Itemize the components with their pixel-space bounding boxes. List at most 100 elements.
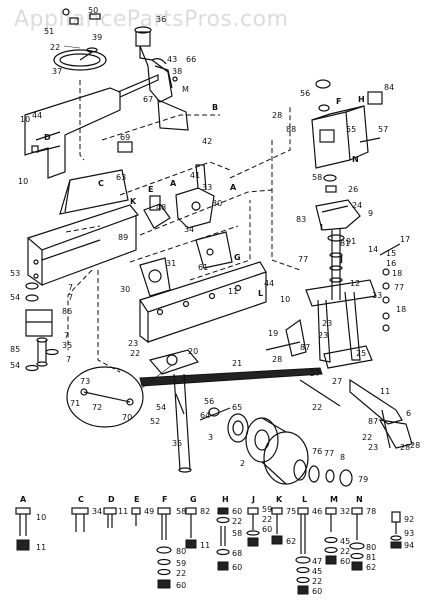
label-33: 33 bbox=[202, 183, 212, 192]
label-67: 67 bbox=[143, 95, 153, 104]
label-53: 53 bbox=[10, 269, 20, 278]
label-I1: I bbox=[320, 223, 323, 232]
legend-part: 45 bbox=[312, 567, 322, 576]
label-A1: A bbox=[170, 179, 177, 188]
label-52: 52 bbox=[150, 417, 160, 426]
label-7a: 7 bbox=[68, 283, 73, 292]
label-8a: 8 bbox=[340, 453, 345, 462]
legend-letter: E bbox=[134, 495, 139, 504]
legend-part: 49 bbox=[144, 507, 154, 516]
legend-part: 10 bbox=[36, 513, 46, 522]
legend-part: 59 bbox=[262, 505, 272, 514]
label-22b: 22 bbox=[130, 349, 140, 358]
legend-group-G: G 82 11 bbox=[185, 495, 210, 550]
label-2: 2 bbox=[240, 459, 245, 468]
label-11a: 11 bbox=[228, 287, 238, 296]
legend-part: 45 bbox=[340, 537, 350, 546]
label-35b: 35 bbox=[172, 439, 182, 448]
legend-letter: F bbox=[162, 495, 167, 504]
legend-part: 22 bbox=[262, 515, 272, 524]
legend-letter: J bbox=[251, 495, 255, 504]
legend-part: 60 bbox=[232, 563, 242, 572]
label-26: 26 bbox=[348, 185, 358, 194]
label-23b: 23 bbox=[368, 443, 378, 452]
label-10b: 10 bbox=[18, 177, 28, 186]
label-85: 85 bbox=[10, 345, 20, 354]
label-91: 91 bbox=[346, 237, 356, 246]
label-50: 50 bbox=[88, 6, 98, 15]
label-86: 86 bbox=[62, 307, 72, 316]
legend-part: 32 bbox=[340, 507, 350, 516]
label-10: 10 bbox=[20, 115, 30, 124]
right-linkage bbox=[265, 279, 413, 449]
legend-part: 62 bbox=[366, 563, 376, 572]
label-77c: 77 bbox=[394, 283, 404, 292]
legend-part: 75 bbox=[286, 507, 296, 516]
legend-part: 60 bbox=[232, 507, 242, 516]
legend-part: 22 bbox=[312, 577, 322, 586]
legend-part: 60 bbox=[340, 557, 350, 566]
left-spindle-parts bbox=[25, 282, 59, 372]
label-13: 13 bbox=[372, 291, 382, 300]
label-36: 36 bbox=[156, 15, 166, 24]
label-41: 41 bbox=[190, 171, 200, 180]
label-63: 63 bbox=[116, 173, 126, 182]
label-N: N bbox=[352, 155, 359, 164]
legend-letter: L bbox=[302, 495, 307, 504]
label-23: 23 bbox=[128, 339, 138, 348]
label-69: 69 bbox=[120, 133, 130, 142]
label-84: 84 bbox=[384, 83, 394, 92]
label-6: 6 bbox=[406, 409, 411, 418]
legend-group-L: L 46 47 45 22 60 bbox=[295, 495, 322, 596]
legend-part: 80 bbox=[366, 543, 376, 552]
label-22c: 22 bbox=[312, 403, 322, 412]
legend-part: 81 bbox=[366, 553, 376, 562]
legend-part: 68 bbox=[232, 549, 242, 558]
label-27a: 27 bbox=[310, 369, 320, 378]
label-7c: 7 bbox=[64, 331, 69, 340]
label-56b: 56 bbox=[300, 89, 310, 98]
legend-group-A: A 10 11 bbox=[15, 495, 46, 552]
label-58: 58 bbox=[312, 173, 322, 182]
legend-part: 62 bbox=[286, 537, 296, 546]
label-72: 72 bbox=[92, 403, 102, 412]
label-20: 20 bbox=[188, 347, 198, 356]
label-88: 88 bbox=[286, 125, 296, 134]
detail-circle bbox=[66, 364, 173, 428]
steering-sector bbox=[143, 164, 233, 269]
label-37: 37 bbox=[52, 67, 62, 76]
legend-group-C: C 34 bbox=[71, 495, 102, 532]
legend-part: 58 bbox=[176, 507, 186, 516]
legend-letter: M bbox=[330, 495, 338, 504]
label-77b: 77 bbox=[298, 255, 308, 264]
label-70: 70 bbox=[122, 413, 132, 422]
label-F1: F bbox=[336, 97, 341, 106]
legend-part: 60 bbox=[262, 525, 272, 534]
legend-part: 47 bbox=[312, 557, 322, 566]
legend-part: 60 bbox=[312, 587, 322, 596]
label-30b: 30 bbox=[212, 199, 222, 208]
label-21: 21 bbox=[232, 359, 242, 368]
label-87b: 87 bbox=[368, 417, 378, 426]
legend-group-K: K 75 62 bbox=[271, 495, 296, 546]
label-E: E bbox=[148, 185, 153, 194]
label-57: 57 bbox=[378, 125, 388, 134]
label-3: 3 bbox=[208, 433, 213, 442]
label-54: 54 bbox=[10, 293, 20, 302]
watermark-text: AppliancePartsPros.com bbox=[14, 7, 289, 32]
label-34m: 34 bbox=[184, 225, 194, 234]
label-A2: A bbox=[230, 183, 237, 192]
legend-group-H: H 60 22 58 68 60 bbox=[216, 495, 242, 572]
label-15: 15 bbox=[386, 249, 396, 258]
label-73: 73 bbox=[80, 377, 90, 386]
label-H1: H bbox=[358, 95, 365, 104]
legend-part: 82 bbox=[200, 507, 210, 516]
label-31: 31 bbox=[166, 259, 176, 268]
label-17: 17 bbox=[400, 235, 410, 244]
label-7d: 7 bbox=[66, 355, 71, 364]
label-28d: 28 bbox=[400, 443, 410, 452]
tie-rod bbox=[139, 349, 323, 473]
frame-outline-dashed bbox=[65, 80, 301, 373]
label-89: 89 bbox=[118, 233, 128, 242]
